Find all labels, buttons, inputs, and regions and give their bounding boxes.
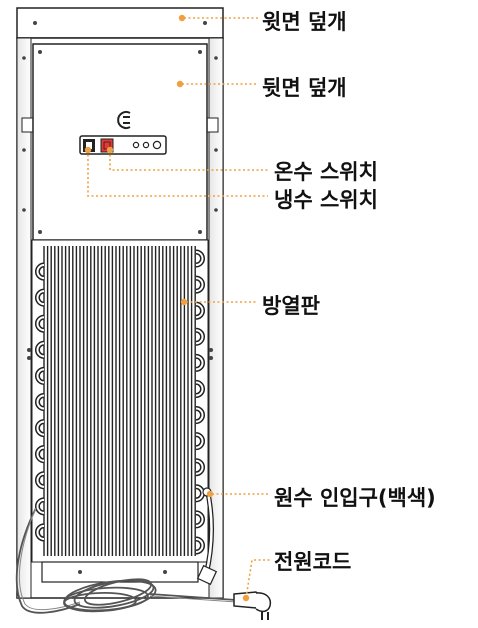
radiator-coil-bend-highlight bbox=[36, 264, 45, 280]
radiator-coil-bend-highlight bbox=[195, 407, 204, 423]
radiator-coil-bend-highlight bbox=[36, 368, 45, 384]
leader-dots bbox=[84, 14, 250, 602]
plug-icon bbox=[117, 111, 131, 129]
leader-lines bbox=[87, 17, 270, 599]
radiator-coil-bend-highlight bbox=[36, 446, 45, 462]
base-plate bbox=[41, 561, 199, 583]
radiator-coil-bend-highlight bbox=[195, 355, 204, 371]
radiator-coil-bend-highlight bbox=[195, 303, 204, 319]
radiator-coil-bend-highlight bbox=[36, 342, 45, 358]
radiator-coil-bend-highlight bbox=[195, 511, 204, 527]
top-cover bbox=[16, 7, 224, 39]
radiator bbox=[31, 239, 209, 563]
radiator-coil-bend-highlight bbox=[195, 277, 204, 293]
radiator-coil-bend-highlight bbox=[36, 394, 45, 410]
label-back-cover: 뒷면 덮개 bbox=[262, 76, 347, 100]
radiator-coil-bend-highlight bbox=[195, 329, 204, 345]
switch-panel bbox=[79, 135, 167, 155]
radiator-coil-bend-highlight bbox=[195, 381, 204, 397]
label-power-cord: 전원코드 bbox=[274, 550, 352, 574]
radiator-coil-bend-highlight bbox=[36, 316, 45, 332]
radiator-coil-bend-highlight bbox=[36, 498, 45, 514]
radiator-coil-bend-highlight bbox=[195, 485, 204, 501]
radiator-coil-bend-highlight bbox=[36, 524, 45, 540]
label-top-cover: 윗면 덮개 bbox=[262, 10, 347, 34]
power-plug bbox=[233, 591, 272, 620]
radiator-coil-bend-highlight bbox=[195, 433, 204, 449]
radiator-coil-bend-highlight bbox=[195, 459, 204, 475]
label-cold-water-switch: 냉수 스위치 bbox=[274, 188, 378, 212]
radiator-coil-bend-highlight bbox=[195, 537, 204, 553]
water-inlet-tube bbox=[196, 487, 218, 586]
radiator-coil-bend-highlight bbox=[36, 420, 45, 436]
label-hot-water-switch: 온수 스위치 bbox=[274, 160, 378, 184]
radiator-coil-bend-highlight bbox=[36, 472, 45, 488]
power-cord bbox=[15, 507, 237, 614]
radiator-coil-bend-highlight bbox=[36, 290, 45, 306]
radiator-coil-bend-highlight bbox=[195, 251, 204, 267]
label-water-inlet: 원수 인입구(백색) bbox=[274, 486, 436, 510]
label-radiator: 방열판 bbox=[262, 294, 320, 318]
